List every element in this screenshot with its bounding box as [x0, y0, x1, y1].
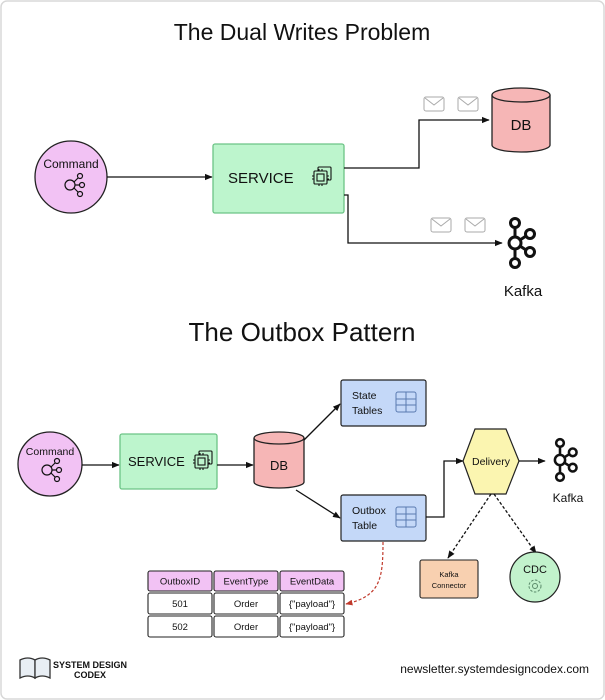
state-tables-label-line2: Tables [352, 405, 382, 417]
outbox-service-label: SERVICE [128, 454, 185, 469]
dual-service-label: SERVICE [228, 170, 294, 187]
kafka-connector-node[interactable]: Kafka Connector [419, 559, 479, 599]
outbox-kafka-label: Kafka [553, 491, 584, 505]
state-tables-label-line1: State [352, 390, 377, 402]
table-cell-value: Order [234, 622, 258, 633]
delivery-label: Delivery [472, 456, 511, 468]
table-cell [147, 615, 213, 638]
outbox-table-label-line1: Outbox [352, 505, 387, 517]
outbox-title: The Outbox Pattern [189, 317, 416, 347]
dual-db-label: DB [511, 117, 532, 134]
outbox-command-node[interactable]: Command [17, 431, 83, 497]
outbox-db-node[interactable]: DB [253, 431, 305, 489]
dual-command-node[interactable]: Command [34, 140, 108, 214]
edge-outbox-delivery [426, 457, 464, 518]
message-icon [430, 217, 452, 233]
table-cell [213, 592, 279, 615]
table-header-label: EventData [290, 577, 335, 588]
message-icon [464, 217, 486, 233]
outbox-table-label-line2: Table [352, 520, 377, 532]
edge-service-kafka [344, 194, 503, 247]
outbox-command-label: Command [26, 446, 75, 458]
table-cell-value: {"payload"} [289, 622, 335, 633]
edge-service-db [344, 116, 490, 169]
logo-line1: SYSTEM DESIGN [53, 660, 127, 670]
table-header-cell [279, 570, 345, 592]
edge-db-state-tables [303, 403, 341, 441]
table-header-cell [213, 570, 279, 592]
outbox-table-node[interactable]: Outbox Table [340, 494, 427, 542]
book-icon [19, 657, 51, 680]
cdc-node[interactable]: CDC [509, 551, 561, 603]
gear-icon [528, 579, 542, 593]
table-cell [147, 592, 213, 615]
edge-delivery-cdc [493, 493, 537, 554]
newsletter-link[interactable]: newsletter.systemdesigncodex.com [400, 662, 589, 676]
message-icon [423, 96, 445, 112]
edge-db-outbox-table [295, 489, 341, 519]
table-cell-value: Order [234, 599, 258, 610]
dual-db-node[interactable]: DB [491, 87, 551, 153]
table-cell [213, 615, 279, 638]
cdc-label: CDC [523, 564, 547, 576]
table-cell [279, 615, 345, 638]
dual-kafka-node[interactable]: Kafka [504, 217, 543, 301]
dual-writes-title: The Dual Writes Problem [174, 19, 431, 45]
kafka-connector-line1: Kafka [439, 570, 459, 579]
table-header-label: OutboxID [160, 577, 200, 588]
dual-kafka-label: Kafka [504, 283, 543, 300]
outbox-service-node[interactable]: SERVICE [119, 433, 218, 490]
kafka-connector-line2: Connector [432, 581, 467, 590]
outbox-db-label: DB [270, 458, 288, 473]
dual-service-node[interactable]: SERVICE [212, 143, 345, 214]
table-header-cell [147, 570, 213, 592]
table-cell [279, 592, 345, 615]
edge-outbox-table-rows [345, 541, 384, 606]
table-cell-value: {"payload"} [289, 599, 335, 610]
table-cell-value: 501 [172, 599, 188, 610]
message-icon [457, 96, 479, 112]
table-header-label: EventType [224, 577, 269, 588]
delivery-node[interactable]: Delivery [462, 428, 520, 495]
logo-line2: CODEX [74, 670, 106, 680]
edge-delivery-connector [447, 493, 492, 559]
logo: SYSTEM DESIGN CODEX [19, 657, 127, 680]
outbox-kafka-node[interactable]: Kafka [553, 437, 584, 505]
state-tables-node[interactable]: State Tables [340, 379, 427, 427]
table-cell-value: 502 [172, 622, 188, 633]
dual-command-label: Command [43, 157, 98, 171]
